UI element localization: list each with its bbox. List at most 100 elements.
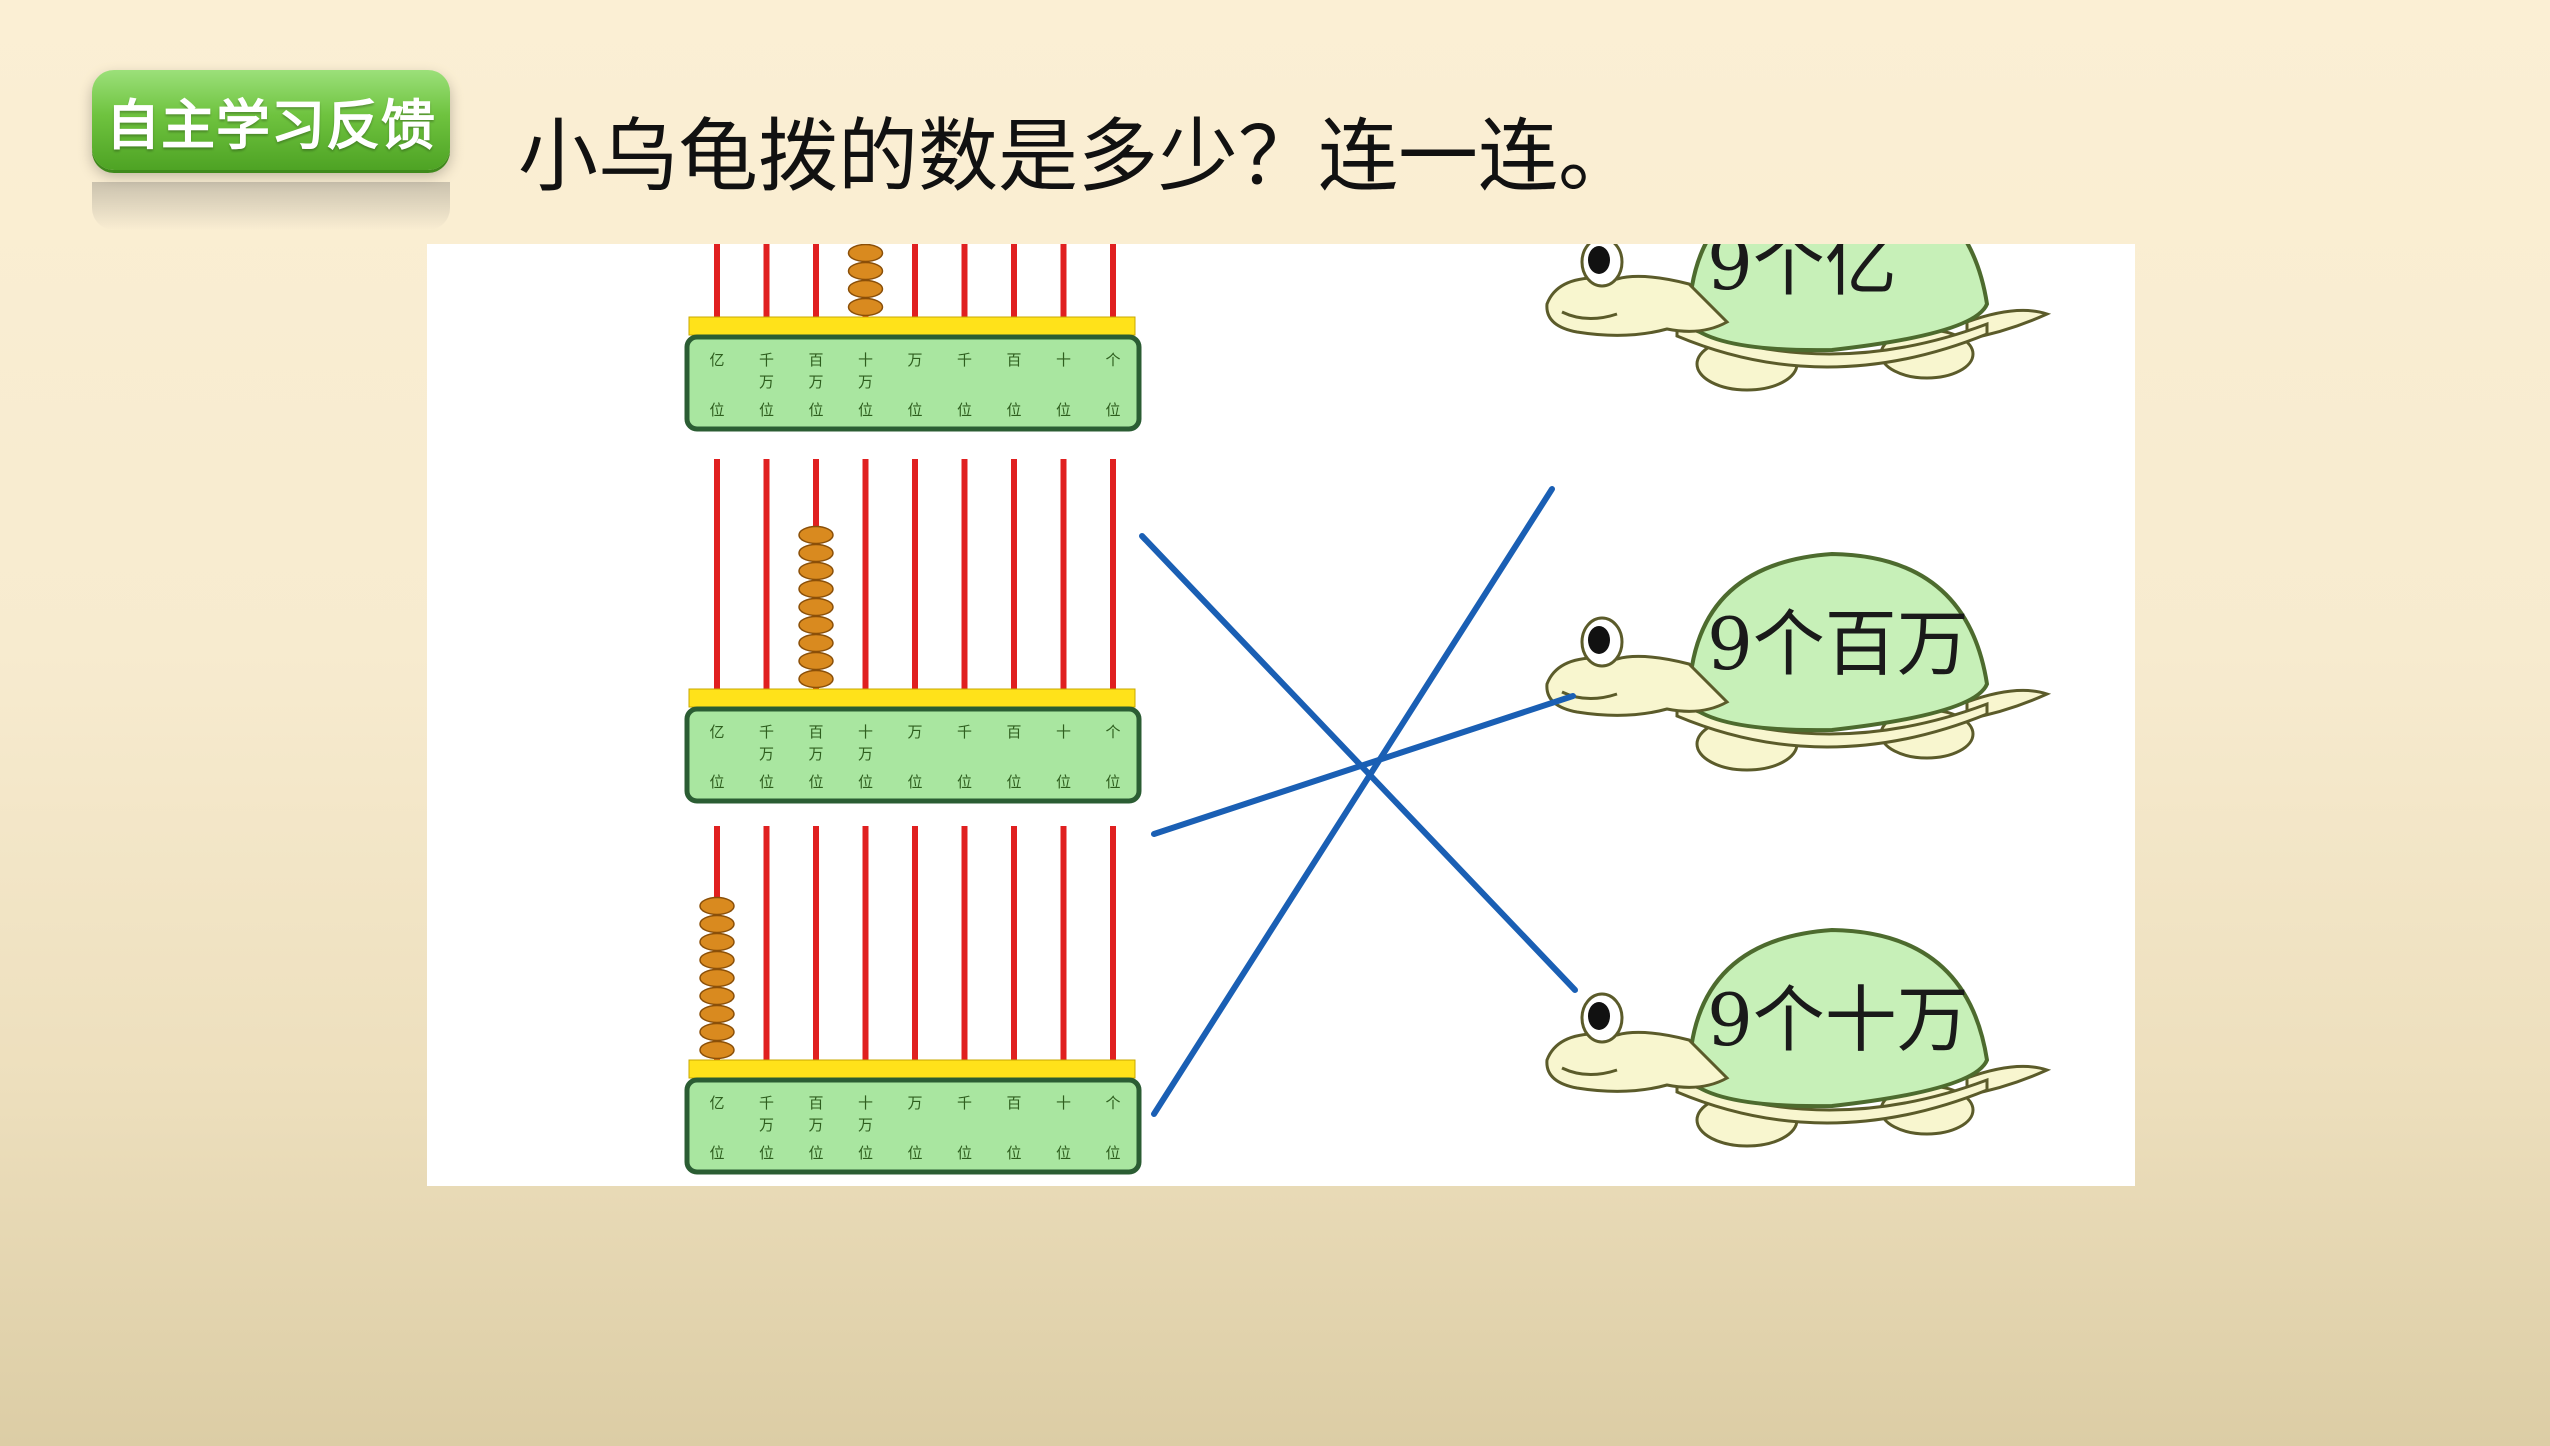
abacus-bead <box>798 651 834 671</box>
turtle-head <box>1545 1030 1730 1093</box>
place-label-char: 万 <box>759 373 774 391</box>
abacus-rod <box>813 244 819 317</box>
abacus-rod <box>1011 459 1017 689</box>
turtle-2: 9个百万 <box>1545 551 2052 772</box>
abacus-rod <box>1060 244 1067 317</box>
turtle-shell <box>1686 244 1990 353</box>
abacus-rod <box>714 459 720 689</box>
place-label-char: 位 <box>759 401 774 419</box>
place-label-char: 位 <box>709 1144 724 1162</box>
abacus-bead <box>699 950 735 970</box>
abacus-rod <box>912 244 918 317</box>
turtle-label: 9个十万 <box>1707 978 1969 1062</box>
place-label-char: 万 <box>858 745 873 763</box>
abacus-rod <box>1110 244 1116 317</box>
turtle-pupil <box>1588 1002 1610 1030</box>
place-label-char: 十 <box>858 723 873 741</box>
abacus-bead <box>699 914 735 934</box>
place-label-char: 万 <box>759 1116 774 1134</box>
place-label-char: 万 <box>808 745 823 763</box>
exercise-illustration: 亿位千万位百万位十万位万位千位百位十位个位亿位千万位百万位十万位万位千位百位十位… <box>684 244 2052 1175</box>
abacus-bead <box>798 543 834 563</box>
place-label-char: 位 <box>808 773 823 791</box>
place-label-char: 千 <box>957 723 972 741</box>
turtle-shell <box>1686 927 1990 1109</box>
place-label-char: 万 <box>808 373 823 391</box>
abacus-rod <box>1060 826 1067 1060</box>
abacus-rod <box>1011 244 1017 317</box>
turtle-label: 9个百万 <box>1707 602 1969 686</box>
exercise-panel: 亿位千万位百万位十万位万位千位百位十位个位亿位千万位百万位十万位万位千位百位十位… <box>427 244 2135 1186</box>
abacus-rod <box>763 244 770 317</box>
abacus-bead <box>798 561 834 581</box>
place-label-char: 十 <box>1056 723 1071 741</box>
place-label-char: 千 <box>957 351 972 369</box>
place-label-char: 亿 <box>709 1094 724 1112</box>
abacus-base <box>684 334 1142 432</box>
abacus-rod <box>912 826 918 1060</box>
place-label-char: 位 <box>1056 1144 1071 1162</box>
connection-line <box>1139 533 1578 993</box>
place-label-char: 位 <box>759 1144 774 1162</box>
abacus-bead <box>798 615 834 635</box>
abacus-bead <box>699 932 735 952</box>
place-label-char: 个 <box>1105 351 1120 369</box>
place-label-char: 位 <box>808 401 823 419</box>
abacus-rod <box>862 826 869 1060</box>
place-label-char: 百 <box>808 351 823 369</box>
abacus-bead <box>699 1040 735 1060</box>
abacus-bead <box>847 244 884 263</box>
place-label-char: 十 <box>858 351 873 369</box>
place-label-char: 万 <box>808 1116 823 1134</box>
abacus-base <box>684 706 1142 804</box>
place-label-char: 千 <box>957 1094 972 1112</box>
abacus-rod <box>1060 459 1067 689</box>
turtle-pupil <box>1588 246 1610 274</box>
place-label-char: 万 <box>907 723 922 741</box>
place-label-char: 千 <box>759 1094 774 1112</box>
abacus-rod <box>714 244 720 317</box>
abacus-rod <box>763 826 770 1060</box>
abacus-bar <box>688 688 1136 708</box>
place-label-char: 位 <box>1105 773 1120 791</box>
turtle-mouth <box>1561 310 1618 320</box>
abacus-bead <box>699 1004 735 1024</box>
abacus-bead <box>798 597 834 617</box>
place-label-char: 位 <box>1056 401 1071 419</box>
abacus-rod <box>961 459 968 689</box>
place-label-char: 万 <box>858 373 873 391</box>
place-label-char: 位 <box>1006 1144 1021 1162</box>
place-label-char: 位 <box>858 773 873 791</box>
abacus-bead <box>847 279 884 299</box>
place-label-char: 百 <box>1006 723 1021 741</box>
abacus-bead <box>847 297 884 317</box>
abacus-bead <box>699 986 735 1006</box>
abacus-bead <box>798 579 834 599</box>
turtle-shell <box>1686 551 1990 733</box>
abacus-rod <box>862 459 869 689</box>
place-label-char: 位 <box>1006 401 1021 419</box>
place-label-char: 位 <box>957 401 972 419</box>
turtle-label: 9个亿 <box>1707 244 1897 306</box>
abacus-rod <box>961 244 968 317</box>
turtle-3: 9个十万 <box>1545 927 2052 1148</box>
abacus-base <box>684 1077 1142 1175</box>
place-label-char: 位 <box>957 1144 972 1162</box>
turtle-head <box>1545 274 1730 337</box>
abacus-bar <box>688 316 1136 336</box>
place-label-char: 位 <box>709 773 724 791</box>
badge-reflection <box>92 182 450 230</box>
abacus-bead <box>847 261 884 281</box>
place-label-char: 位 <box>957 773 972 791</box>
abacus-rod <box>763 459 770 689</box>
turtle-mouth <box>1561 1066 1618 1076</box>
place-label-char: 十 <box>1056 351 1071 369</box>
connection-line <box>1151 486 1555 1117</box>
place-label-char: 百 <box>1006 351 1021 369</box>
place-label-char: 位 <box>808 1144 823 1162</box>
place-label-char: 亿 <box>709 723 724 741</box>
place-label-char: 个 <box>1105 723 1120 741</box>
